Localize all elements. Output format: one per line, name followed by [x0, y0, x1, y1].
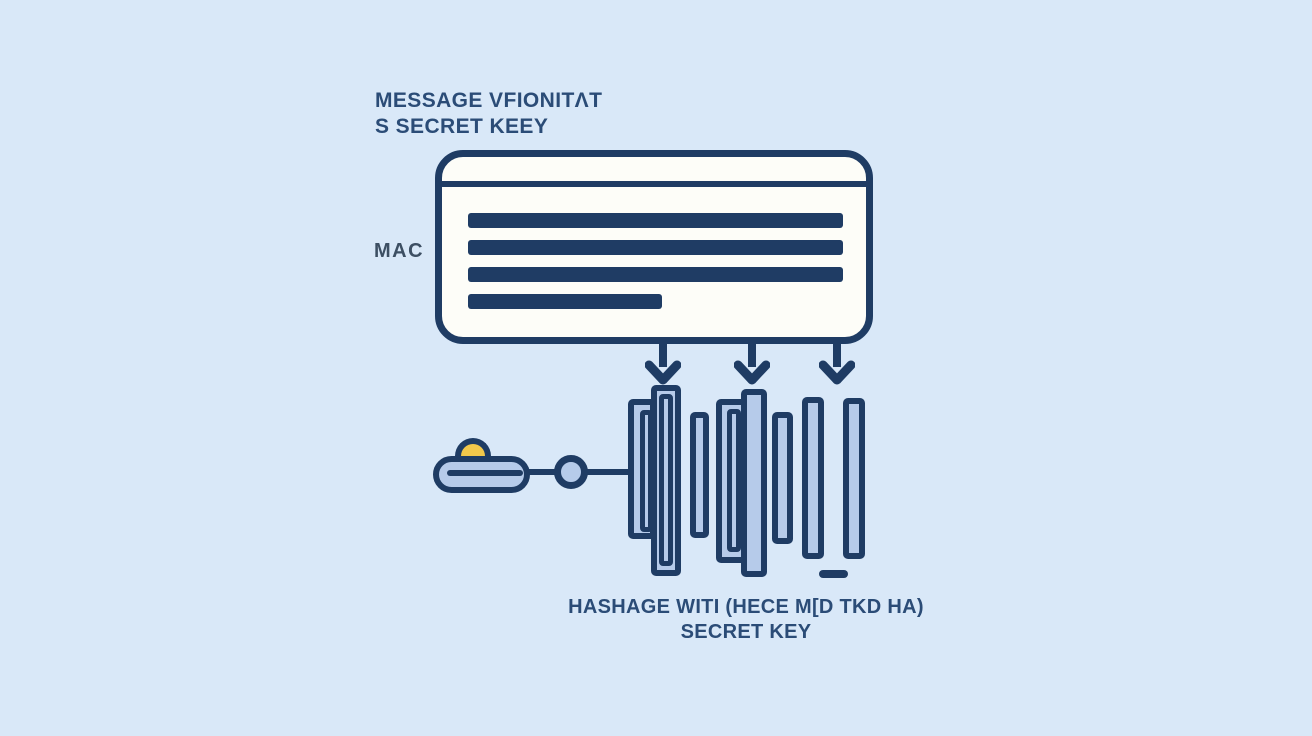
hash-bar — [843, 398, 865, 559]
message-caption-line1: MESSAGE VFIONITΛT — [375, 89, 603, 112]
hash-caption: HASHAGE WITI (HECE M[D TKD HA) SECRET KE… — [516, 595, 976, 645]
message-document — [435, 150, 873, 344]
document-header-divider — [442, 181, 866, 187]
message-caption: MESSAGE VFIONITΛT S SECRET KEEY — [375, 88, 602, 140]
key-bow-icon — [455, 438, 491, 458]
message-caption-line2: S SECRET KEEY — [375, 115, 549, 138]
down-arrow-icon — [819, 343, 855, 385]
document-text-line — [468, 240, 843, 255]
document-text-line — [468, 213, 843, 228]
hash-caption-line1: HASHAGE WITI (HECE M[D TKD HA) — [568, 596, 924, 618]
document-text-line — [468, 294, 662, 309]
key-slot — [447, 470, 523, 476]
hash-dash — [819, 570, 848, 578]
hash-bar — [741, 389, 767, 577]
down-arrow-icon — [645, 343, 681, 385]
connector-node — [554, 455, 588, 489]
hash-bar-nested — [640, 410, 653, 532]
hash-caption-line2: SECRET KEY — [680, 621, 812, 643]
connector-line — [525, 469, 558, 475]
mac-label: MAC — [374, 240, 425, 262]
hash-bar — [772, 412, 793, 544]
document-text-line — [468, 267, 843, 282]
connector-line — [586, 469, 632, 475]
hash-bar-nested — [659, 394, 673, 566]
hash-bar — [690, 412, 709, 538]
hash-bar-nested — [727, 409, 741, 552]
down-arrow-icon — [734, 343, 770, 385]
hash-bar — [802, 397, 824, 559]
